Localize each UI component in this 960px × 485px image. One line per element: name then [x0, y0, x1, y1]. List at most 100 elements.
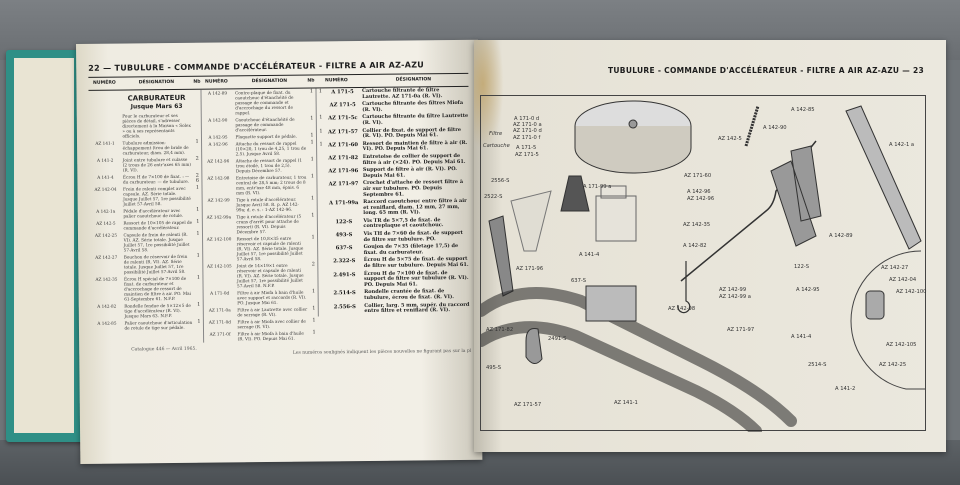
- quantity: [319, 291, 327, 302]
- part-description: Cartouche filtrante des filtres Miofa (R…: [362, 100, 464, 113]
- part-callout-label: A 142-82: [683, 243, 707, 249]
- part-description: Ressort de 10,8×35 entre réservoir et ca…: [236, 235, 304, 262]
- collar-drawing: [525, 328, 543, 364]
- part-number: A 142-95: [208, 134, 228, 140]
- table-row: AZ 142-100 Ressort de 10,8×35 entre réser…: [203, 234, 317, 262]
- quantity: 1: [310, 132, 314, 139]
- quantity: [318, 219, 326, 230]
- column-header: NUMÉRO: [205, 79, 228, 85]
- part-description: Contre-plaque de fixat. du caoutchouc d'…: [234, 89, 294, 116]
- part-number: [89, 92, 121, 139]
- quantity: 1: [195, 138, 199, 145]
- part-description: Support de filtre à air (R. VI). PO. Dep…: [362, 166, 458, 179]
- part-callout-label: A 142-89: [829, 233, 853, 239]
- right-page: TUBULURE - COMMANDE D'ACCÉLÉRATEUR - FIL…: [474, 40, 946, 452]
- part-callout-label: A 171-5: [516, 145, 537, 151]
- part-description: Filtre à air Miofa à bain d'huile (R. VI…: [237, 330, 304, 342]
- part-callout-label: AZ 171-5: [515, 152, 539, 158]
- part-number: A 171-99a: [328, 200, 359, 207]
- diagram-drawing: [481, 100, 926, 432]
- part-number: AZ 141-1: [95, 140, 115, 146]
- column-header: DÉSIGNATION: [138, 79, 175, 86]
- part-description: Cartouche filtrante de filtre Lautrette.…: [361, 87, 443, 100]
- part-description: Tige à rotule d'accélérateur (5 crans d'…: [236, 213, 302, 235]
- quantity: [318, 232, 326, 243]
- part-callout-label: Cartouche: [483, 143, 510, 149]
- part-number: 2.322-S: [333, 258, 356, 265]
- quantity: 1: [196, 252, 200, 259]
- part-callout-label: AZ 171-97: [727, 327, 755, 333]
- part-description: Écrou H spécial de 7×100 de fixat. de ca…: [123, 275, 191, 302]
- part-description: Cartouche filtrante du filtre Lautrette …: [362, 113, 469, 126]
- quantity: 1: [195, 184, 200, 191]
- part-description: Filtre à air Miofa à bain d'huile avec s…: [237, 289, 307, 306]
- quantity: [317, 155, 325, 166]
- part-description: Bouchon de réservoir de frein de ralenti…: [123, 253, 188, 275]
- part-callout-label: AZ 142-5: [718, 136, 742, 142]
- part-description: Vis TH de 7×60 de fixat. de support de f…: [363, 230, 463, 243]
- part-number: AZ 142-99a: [206, 214, 232, 220]
- part-number: AZ 171-0a: [208, 307, 231, 313]
- quantity: 1: [196, 274, 201, 281]
- part-description: Capsule de frein de ralenti (R. VI). AZ.…: [123, 231, 190, 253]
- part-description: Tige à rotule d'accélérateur. Jusque Avr…: [236, 196, 299, 213]
- section-subheading: Jusque Mars 63: [130, 102, 183, 111]
- table-row: A 142-89 Contre-plaque de fixat. du caout…: [201, 88, 315, 116]
- part-number: AZ 171-82: [328, 154, 359, 162]
- throttle-rod-drawing: [680, 140, 817, 282]
- part-description: Rondelle crantée de fixat. de tubulure, …: [364, 288, 455, 301]
- part-number: AZ 171-0f: [209, 331, 231, 337]
- quantity: 1: [319, 127, 323, 135]
- part-callout-label: AZ 171-0 d: [513, 128, 542, 134]
- part-number: AZ 171-5c: [328, 115, 358, 122]
- column-header: Nbre: [193, 79, 201, 85]
- part-number: AZ 142-5: [96, 220, 116, 226]
- part-callout-label: 2522-S: [484, 194, 503, 200]
- part-description: Ressort de 10×105 de rappel de commande …: [123, 219, 193, 231]
- part-description: Raccord caoutchouc entre filtre à air et…: [363, 198, 467, 217]
- funnel-drawing: [510, 190, 552, 252]
- quantity: 1: [311, 195, 315, 202]
- part-description: Filtre à air Miofa avec collier de serra…: [237, 318, 306, 330]
- part-number: 637-S: [335, 245, 353, 252]
- inset-circle: [850, 250, 926, 390]
- cone-drawing: [560, 175, 590, 212]
- footnote: Les numéros soulignés indiquent les pièc…: [292, 348, 472, 356]
- part-callout-label: A 171-0 d: [514, 116, 540, 122]
- quantity: 1: [311, 288, 316, 295]
- quantity: 1: [318, 88, 323, 95]
- part-callout-label: A 141-4: [579, 252, 600, 258]
- part-callout-label: AZ 142-96: [687, 196, 715, 202]
- part-callout-label: AZ 171-60: [684, 173, 712, 179]
- quantity: 1: [311, 234, 315, 241]
- quantity: [319, 304, 327, 315]
- part-callout-label: 122-S: [794, 264, 810, 270]
- quantity: 2 6: [195, 172, 200, 184]
- pedal-drawing: [845, 105, 922, 250]
- table-row: AZ 142-99a Tige à rotule d'accélérateur (…: [203, 212, 317, 235]
- part-description: Goujon de 7×35 (filetage 17,5) de fixat.…: [363, 243, 459, 256]
- part-number: 122-S: [335, 218, 353, 226]
- part-callout-label: Filtre: [489, 131, 503, 137]
- part-number: 2.556-S: [333, 303, 356, 310]
- section-note: Pour le carburateur et ses pièces de dét…: [122, 112, 191, 139]
- part-number: AZ 142-100: [206, 236, 232, 242]
- part-number: AZ 171-97: [328, 181, 359, 188]
- part-callout-label: AZ 142-04: [889, 277, 917, 283]
- part-description: Entretoise de carburateur, 1 trou centra…: [235, 174, 307, 196]
- part-number: A 142-89: [207, 90, 228, 96]
- quantity: [318, 200, 326, 217]
- part-number: A 142-1a: [96, 208, 116, 214]
- part-description: Filtre à air Lautrette avec collier de s…: [237, 306, 308, 318]
- part-number: AZ 142-25: [94, 232, 118, 238]
